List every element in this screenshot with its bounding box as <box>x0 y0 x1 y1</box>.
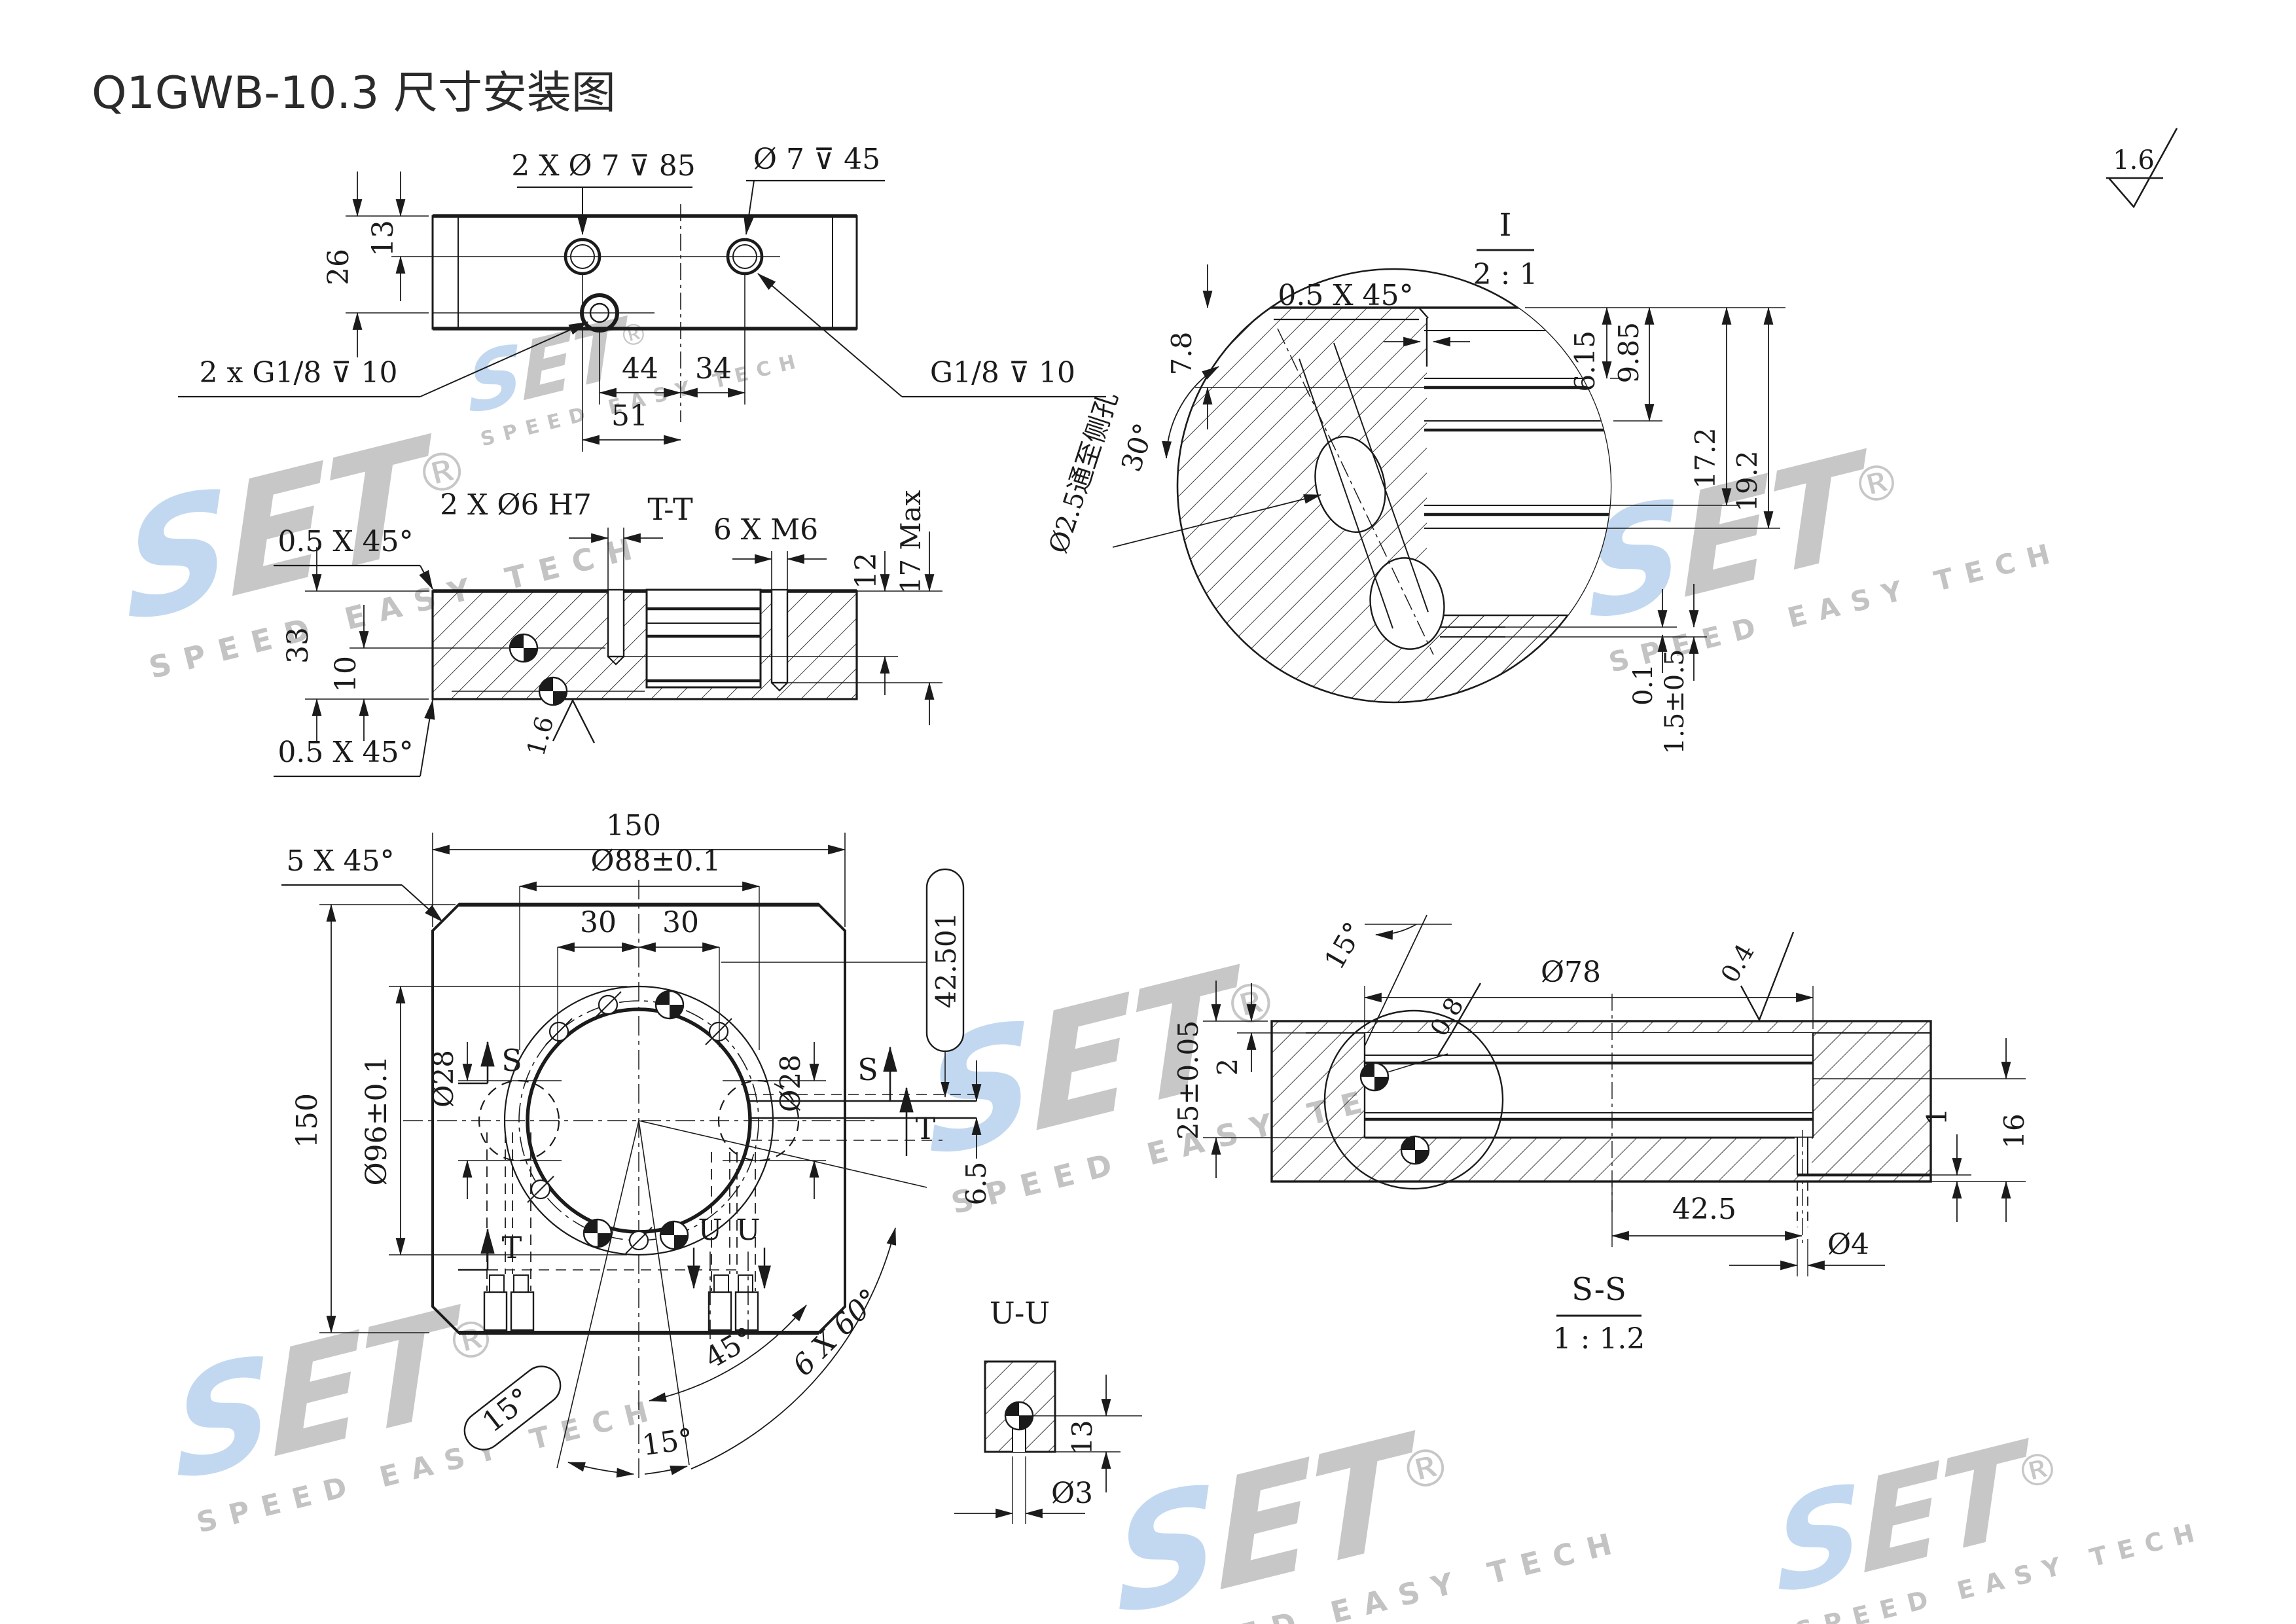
dim-dia28-right: Ø28 <box>774 1055 806 1112</box>
detail-chamfer: 0.5 X 45° <box>1278 279 1413 312</box>
dim-2: 2 <box>1211 1058 1244 1076</box>
detail-i-scale: 2 : 1 <box>1473 258 1538 291</box>
detail-i: I 2 : 1 0.5 X 45° 7.8 30° Ø2.5通至侧孔 <box>1043 207 1785 754</box>
callout-m6: 6 X M6 <box>713 513 818 547</box>
section-s-left: S <box>501 1043 522 1078</box>
callout-g18-left: 2 x G1/8 ⊽ 10 <box>200 356 398 389</box>
dim-42-501: 42.501 <box>930 912 962 1009</box>
dim-dia4: Ø4 <box>1827 1228 1869 1261</box>
corner-finish-symbol: 1.6 <box>2106 128 2178 209</box>
dim-13-uu: 13 <box>1066 1420 1098 1454</box>
dim-dia28-left: Ø28 <box>427 1050 459 1108</box>
dim-1: 1 <box>1921 1108 1953 1126</box>
page-title: Q1GWB-10.3 尺寸安装图 <box>92 67 616 119</box>
note-cross-hole: Ø2.5通至侧孔 <box>1043 388 1124 557</box>
chamfer-bottom: 0.5 X 45° <box>278 736 413 769</box>
dim-6-15: 6.15 <box>1569 331 1601 392</box>
dim-150-top: 150 <box>606 809 661 842</box>
finish-tt: 1.6 <box>521 713 559 759</box>
dim-17max: 17 Max <box>895 490 927 594</box>
chamfer-5x45: 5 X 45° <box>286 844 394 878</box>
dim-dia88: Ø88±0.1 <box>591 844 721 878</box>
callout-d7: Ø 7 ⊽ 45 <box>753 143 880 176</box>
section-u-left: U <box>698 1214 722 1247</box>
dim-7-8: 7.8 <box>1166 332 1198 376</box>
section-u-right: U <box>736 1214 760 1247</box>
dim-42-5: 42.5 <box>1672 1193 1736 1226</box>
dim-17-2: 17.2 <box>1689 427 1721 489</box>
dim-0-1: 0.1 <box>1628 664 1659 706</box>
dim-26: 26 <box>322 249 355 285</box>
section-t-left: T <box>502 1230 522 1265</box>
dim-dia3: Ø3 <box>1051 1477 1093 1510</box>
label-ss-scale: 1 : 1.2 <box>1553 1322 1645 1356</box>
dim-6-5: 6.5 <box>960 1162 992 1206</box>
callout-g18-right: G1/8 ⊽ 10 <box>930 356 1075 389</box>
angle-30: 30° <box>1115 420 1160 476</box>
angle-15-plain: 15° <box>640 1422 695 1462</box>
dim-44: 44 <box>622 352 658 386</box>
dim-30a: 30 <box>580 906 617 939</box>
dim-34: 34 <box>695 352 732 386</box>
finish-0-4: 0.4 <box>1715 939 1760 987</box>
dim-dia78: Ø78 <box>1541 956 1601 989</box>
dim-13: 13 <box>367 220 400 257</box>
section-s-right: S <box>857 1052 878 1087</box>
view-top-mounting: 2 X Ø 7 ⊽ 85 Ø 7 ⊽ 45 26 13 44 34 <box>178 143 1106 452</box>
view-section-ss: 15° Ø78 0.8 0.4 25±0.05 2 <box>1172 914 2030 1356</box>
detail-i-label: I <box>1499 207 1512 244</box>
chamfer-top: 0.5 X 45° <box>278 525 413 558</box>
dim-9-85: 9.85 <box>1613 322 1645 384</box>
dim-30b: 30 <box>662 906 699 939</box>
dim-12: 12 <box>850 552 883 589</box>
label-tt: T-T <box>647 492 693 527</box>
section-t-right: T <box>916 1111 936 1146</box>
view-section-tt: 2 X Ø6 H7 T-T 6 X M6 0.5 X 45° 0.5 X 45°… <box>274 488 942 778</box>
dim-10: 10 <box>329 656 363 693</box>
dim-19-2: 19.2 <box>1731 450 1763 512</box>
corner-finish-value: 1.6 <box>2113 145 2155 175</box>
dim-51: 51 <box>611 399 648 433</box>
view-section-uu: U-U 13 Ø3 <box>954 1295 1142 1524</box>
callout-2x-d7: 2 X Ø 7 ⊽ 85 <box>511 149 696 183</box>
angle-15-ss: 15° <box>1318 916 1371 975</box>
label-uu: U-U <box>990 1295 1050 1331</box>
callout-dowel-pins: 2 X Ø6 H7 <box>440 488 592 522</box>
dim-33: 33 <box>281 627 315 664</box>
dim-16: 16 <box>1998 1113 2030 1148</box>
label-ss: S-S <box>1571 1271 1626 1308</box>
dim-25: 25±0.05 <box>1172 1020 1204 1140</box>
view-front: 150 5 X 45° Ø88±0.1 30 30 150 <box>281 809 992 1481</box>
dim-150-left: 150 <box>291 1093 324 1148</box>
dim-dia96: Ø96±0.1 <box>360 1056 393 1186</box>
dim-1-5: 1.5±0.5 <box>1660 649 1690 755</box>
